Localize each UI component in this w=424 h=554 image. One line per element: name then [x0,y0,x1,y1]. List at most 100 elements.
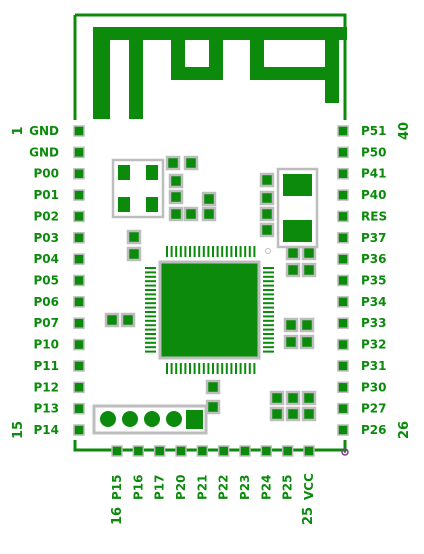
bottom-pin-pad [175,445,187,457]
left-pin-pad [73,232,85,244]
ic-lead-left [145,315,156,318]
right-pin-pad [337,274,349,287]
passive-pad [259,206,275,222]
left-pin-label: P02 [34,209,60,223]
passive-pad [259,222,275,238]
left-pin-pad [73,338,85,351]
ic-lead-bottom [230,363,233,374]
passive-pad [283,317,299,333]
passive-pad [285,262,301,278]
pin-number-right-last: 26 [397,421,412,439]
bottom-pin-label: P17 [153,475,167,501]
bottom-pin-label: P23 [238,475,252,501]
ic-lead-right [263,346,274,349]
right-pin-label: RES [361,209,387,223]
bottom-pin-pads [111,445,315,457]
passive-pad [126,229,142,245]
right-pin-labels: P51P50P41P40RESP37P36P35P34P33P32P31P30P… [361,124,387,437]
left-pin-label: GND [29,124,59,138]
left-pin-pad [73,189,85,201]
right-pin-label: P40 [361,188,387,202]
right-pin-pad [337,210,349,223]
ic-lead-left [145,350,156,353]
ic-lead-right [263,337,274,340]
pin-number-bottom-last: 25 [301,507,316,525]
ic-lead-right [263,275,274,278]
passive-pad [201,206,217,222]
pin-number-markers: 1 15 40 26 16 25 [11,122,412,525]
ic-lead-left [145,302,156,305]
ic-lead-top [193,246,196,257]
passive-pad [201,191,217,207]
passive-pad [269,406,285,422]
left-pin-pad [73,253,85,265]
ic-lead-bottom [221,363,224,374]
ic-lead-left [145,293,156,296]
left-pin-label: P10 [34,338,60,352]
ic-lead-top [166,246,168,257]
bottom-pin-label: P25 [281,475,295,501]
ic-lead-top [179,246,182,257]
passive-pad [168,206,184,222]
bottom-pin-pad [153,445,166,457]
ic-lead-top [235,246,237,257]
ic-lead-bottom [189,363,191,374]
bottom-pin-pad [260,445,273,457]
ic-lead-left [145,328,156,331]
header-pin-square [186,410,203,429]
passive-pad [183,206,199,222]
bottom-pin-label: P24 [259,475,273,501]
passive-pad [301,262,317,278]
passive-pad [259,190,275,206]
ic-lead-bottom [184,363,187,374]
bottom-pin-label: P15 [110,475,124,501]
left-pin-pad [73,146,85,159]
right-pin-pad [337,360,349,372]
left-pin-label: P03 [34,231,60,245]
ic-lead-right [263,341,274,344]
ic-lead-top [202,246,205,257]
left-pin-pads [73,125,85,436]
pin-number-right-first: 40 [397,122,412,140]
left-pin-label: P07 [34,316,60,330]
ic-lead-right [263,271,274,274]
right-pin-label: P37 [361,231,387,245]
ic-lead-left [145,271,156,274]
bottom-pin-pad [132,445,145,457]
ic-lead-left [145,337,156,340]
header-pin-round [144,411,160,427]
left-pin-label: P05 [34,274,60,288]
ic-lead-right [263,302,274,305]
right-pin-pad [337,424,349,436]
passive-pad [285,245,301,261]
passive-pad [301,406,317,422]
right-pin-pad [337,381,349,394]
bottom-pin-label: P21 [195,475,209,501]
ic-lead-bottom [175,363,178,374]
passive-pad [104,312,120,328]
ic-lead-top [253,246,256,257]
left-pin-pad [73,210,85,223]
ic-lead-left [145,275,156,278]
regulator-component [265,167,319,254]
passive-pad [168,173,184,189]
crystal-component [111,158,165,219]
ic-lead-bottom [212,363,214,374]
passive-pad [301,390,317,406]
bottom-pin-pad [303,445,315,457]
left-pin-label: P12 [34,380,60,394]
right-pin-pad [337,402,349,415]
right-pin-pad [337,125,349,137]
left-pin-label: P04 [34,252,60,266]
right-pin-label: P51 [361,124,387,138]
right-pin-pad [337,189,349,201]
left-pin-pad [73,167,85,180]
ic-lead-right [263,350,274,353]
bottom-pin-pad [196,445,209,457]
left-pin-pad [73,381,85,394]
ic-lead-top [230,246,233,257]
ic-lead-left [145,311,156,313]
ic-lead-left [145,267,156,269]
bottom-pin-label: P16 [131,475,145,501]
